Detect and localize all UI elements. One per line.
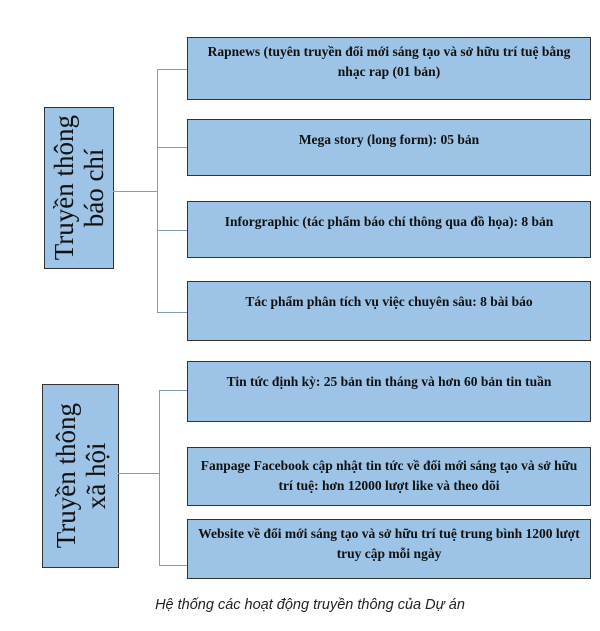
list-item: Rapnews (tuyên truyền đổi mới sáng tạo v… [187, 37, 591, 100]
connector [157, 69, 158, 313]
list-item: Inforgraphic (tác phẩm báo chí thông qua… [187, 201, 591, 258]
figure-caption: Hệ thống các hoạt động truyền thông của … [155, 597, 465, 613]
connector [159, 565, 188, 566]
connector [157, 312, 188, 313]
item-text: Mega story (long form): 05 bản [298, 132, 480, 147]
list-item: Website về đổi mới sáng tạo và sở hữu tr… [187, 519, 591, 579]
connector [118, 473, 160, 474]
list-item: Mega story (long form): 05 bản [187, 119, 591, 176]
category-title-line2: báo chí [79, 148, 109, 228]
item-text: Tin tức định kỳ: 25 bản tin tháng và hơn… [226, 374, 552, 389]
connector [159, 390, 188, 391]
item-text: Tác phẩm phân tích vụ việc chuyên sâu: 8… [245, 294, 533, 309]
list-item: Tác phẩm phân tích vụ việc chuyên sâu: 8… [187, 281, 591, 341]
category-title-line1: Truyền thông [49, 115, 79, 261]
item-text: Rapnews (tuyên truyền đổi mới sáng tạo v… [207, 44, 571, 79]
connector [159, 390, 160, 566]
item-text: Fanpage Facebook cập nhật tin tức về đổi… [200, 458, 578, 493]
category-title-line2: xã hội [80, 442, 111, 510]
connector [113, 191, 158, 192]
item-text: Website về đổi mới sáng tạo và sở hữu tr… [198, 526, 580, 561]
connector [157, 230, 188, 231]
item-text: Inforgraphic (tác phẩm báo chí thông qua… [224, 214, 554, 229]
connector [157, 147, 188, 148]
list-item: Fanpage Facebook cập nhật tin tức về đổi… [187, 447, 591, 506]
list-item: Tin tức định kỳ: 25 bản tin tháng và hơn… [187, 361, 591, 422]
category-title-line1: Truyền thông [50, 403, 81, 549]
connector [157, 69, 188, 70]
